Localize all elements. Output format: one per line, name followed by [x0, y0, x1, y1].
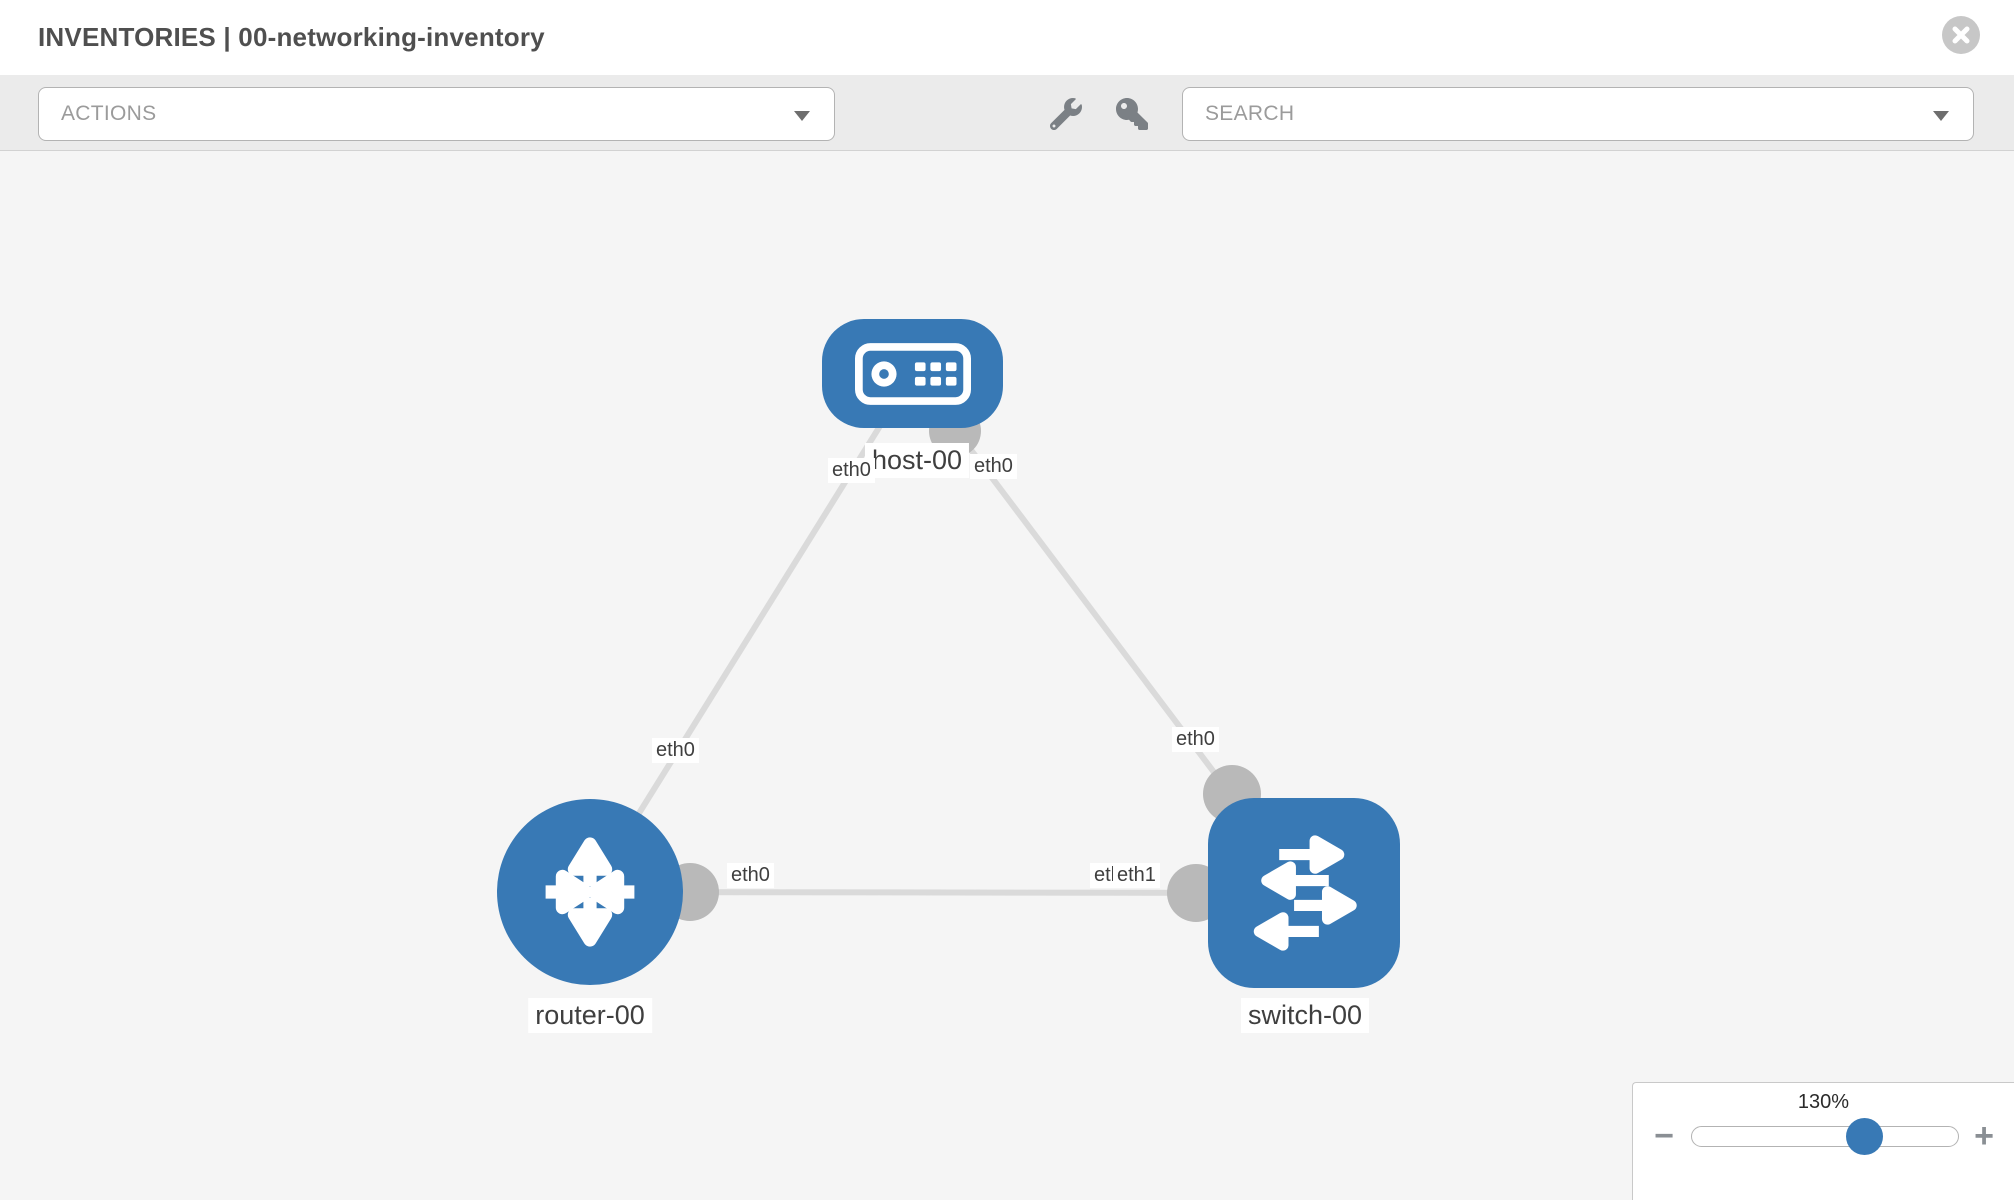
search-dropdown-label: SEARCH: [1205, 102, 1295, 125]
minus-icon: −: [1654, 1116, 1674, 1155]
iface-label-switch-eth0-uplink: eth0: [1172, 727, 1219, 752]
toolbar: ACTIONS SEARCH: [0, 75, 2014, 151]
search-dropdown[interactable]: SEARCH: [1182, 87, 1974, 141]
topology-links-layer: [587, 371, 1308, 922]
iface-label-host-eth0-left: eth0: [828, 458, 875, 483]
node-label-router: router-00: [528, 998, 652, 1033]
iface-label-router-eth0: eth0: [727, 863, 774, 888]
zoom-in-button[interactable]: +: [1969, 1117, 1999, 1155]
node-switch-00[interactable]: [1208, 798, 1400, 988]
switch-icon: [1253, 835, 1357, 951]
zoom-panel: 130% − +: [1632, 1082, 2014, 1200]
close-icon: [1952, 26, 1970, 44]
node-router-00[interactable]: [497, 799, 683, 985]
iface-label-router-eth0-uplink: eth0: [652, 738, 699, 763]
actions-dropdown[interactable]: ACTIONS: [38, 87, 835, 141]
chevron-down-icon: [794, 111, 810, 121]
close-button[interactable]: [1942, 16, 1980, 54]
host-icon: [854, 342, 971, 405]
actions-dropdown-label: ACTIONS: [61, 102, 157, 125]
key-button[interactable]: [1112, 94, 1152, 134]
zoom-slider-thumb[interactable]: [1846, 1118, 1883, 1155]
node-label-host: host-00: [864, 443, 970, 478]
zoom-slider-track[interactable]: [1691, 1126, 1959, 1147]
plus-icon: +: [1974, 1116, 1994, 1155]
key-icon: [1116, 98, 1148, 130]
zoom-out-button[interactable]: −: [1649, 1117, 1679, 1155]
header-bar: INVENTORIES | 00-networking-inventory: [0, 0, 2014, 75]
topology-canvas[interactable]: host-00 router-00 switch-00 eth0 eth0 et…: [0, 152, 2014, 1200]
iface-label-host-eth0-right: eth0: [970, 454, 1017, 479]
zoom-value: 130%: [1797, 1091, 1850, 1113]
node-label-switch: switch-00: [1240, 998, 1370, 1033]
node-host-00[interactable]: [822, 319, 1003, 428]
wrench-icon: [1050, 98, 1082, 130]
chevron-down-icon: [1933, 111, 1949, 121]
wrench-button[interactable]: [1046, 94, 1086, 134]
page-title: INVENTORIES | 00-networking-inventory: [38, 22, 545, 52]
iface-label-switch-eth1: eth1: [1113, 863, 1160, 888]
router-icon: [545, 837, 635, 947]
